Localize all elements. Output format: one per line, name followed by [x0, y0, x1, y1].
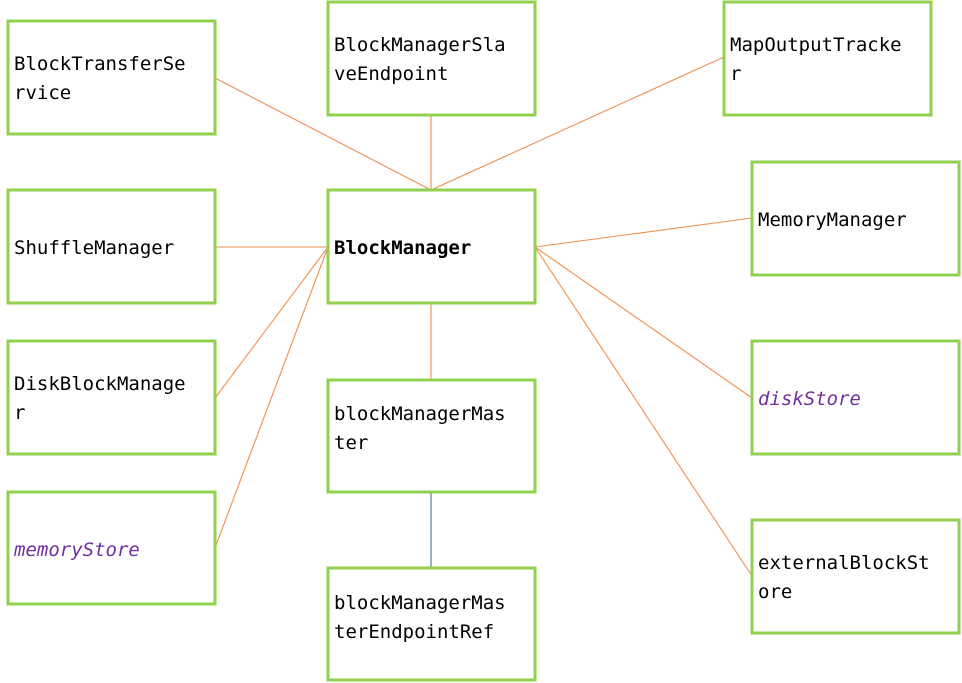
- node-label-line: memoryStore: [13, 539, 140, 561]
- node-label-line: r: [14, 402, 25, 424]
- node-map-output-tracker: MapOutputTracke r: [722, 0, 933, 117]
- node-label-line: MemoryManager: [758, 209, 907, 231]
- node-block-manager: BlockManager: [326, 188, 537, 305]
- edge-disk-block-manager-to-block-manager: [214, 246, 329, 399]
- node-label-line: diskStore: [758, 388, 861, 410]
- node-label: DiskBlockManage r: [14, 373, 197, 424]
- node-disk-block-manager: DiskBlockManage r: [6, 339, 217, 456]
- node-block-manager-master: blockManagerMas ter: [326, 378, 537, 494]
- node-label: MemoryManager: [758, 209, 907, 231]
- node-box: [326, 188, 537, 305]
- node-box: [6, 19, 217, 136]
- node-label: ShuffleManager: [14, 237, 174, 259]
- node-label: blockManagerMas terEndpointRef: [334, 592, 517, 643]
- node-label: diskStore: [758, 388, 861, 410]
- node-box: [326, 378, 537, 494]
- node-label-line: r: [730, 63, 741, 85]
- edge-block-transfer-service-to-block-manager: [214, 77, 432, 191]
- node-memory-manager: MemoryManager: [750, 160, 961, 277]
- node-disk-store: diskStore: [750, 339, 961, 456]
- node-box: [722, 0, 933, 117]
- node-label-line: BlockManagerSla: [334, 34, 506, 56]
- node-block-transfer-service: BlockTransferSe rvice: [6, 19, 217, 136]
- node-label: externalBlockSt ore: [758, 552, 941, 603]
- node-label-line: ore: [758, 581, 792, 603]
- node-label-line: BlockManager: [334, 237, 471, 259]
- node-label: MapOutputTracke r: [730, 34, 913, 85]
- node-label-line: externalBlockSt: [758, 552, 930, 574]
- node-box: [326, 0, 537, 117]
- node-label: BlockManager: [334, 237, 471, 259]
- edge-external-block-store-to-block-manager: [534, 246, 753, 577]
- node-label: blockManagerMas ter: [334, 403, 517, 454]
- node-label: BlockManagerSla veEndpoint: [334, 34, 517, 85]
- node-label-line: MapOutputTracke: [730, 34, 902, 56]
- node-label-line: rvice: [14, 82, 71, 104]
- node-box: [6, 490, 217, 606]
- edges: [214, 56, 753, 577]
- node-box: [750, 160, 961, 277]
- edge-disk-store-to-block-manager: [534, 246, 753, 399]
- node-label-line: DiskBlockManage: [14, 373, 186, 395]
- node-memory-store: memoryStore: [6, 490, 217, 606]
- node-label-line: veEndpoint: [334, 63, 448, 85]
- edge-map-output-tracker-to-block-manager: [430, 56, 725, 191]
- node-label: memoryStore: [13, 539, 140, 561]
- node-box: [326, 566, 537, 682]
- node-label-line: BlockTransferSe: [14, 53, 186, 75]
- node-box: [750, 339, 961, 456]
- node-box: [6, 339, 217, 456]
- node-label-line: terEndpointRef: [334, 621, 494, 643]
- node-block-manager-master-endpoint-ref: blockManagerMas terEndpointRef: [326, 566, 537, 682]
- node-block-manager-slave-endpoint: BlockManagerSla veEndpoint: [326, 0, 537, 117]
- node-box: [6, 188, 217, 305]
- node-label: BlockTransferSe rvice: [14, 53, 197, 104]
- edge-memory-store-to-block-manager: [214, 246, 329, 549]
- node-box: [750, 518, 961, 635]
- node-label-line: blockManagerMas: [334, 403, 506, 425]
- edge-memory-manager-to-block-manager: [534, 217, 753, 248]
- node-shuffle-manager: ShuffleManager: [6, 188, 217, 305]
- node-label-line: ShuffleManager: [14, 237, 174, 259]
- node-external-block-store: externalBlockSt ore: [750, 518, 961, 635]
- node-label-line: blockManagerMas: [334, 592, 506, 614]
- node-label-line: ter: [334, 432, 368, 454]
